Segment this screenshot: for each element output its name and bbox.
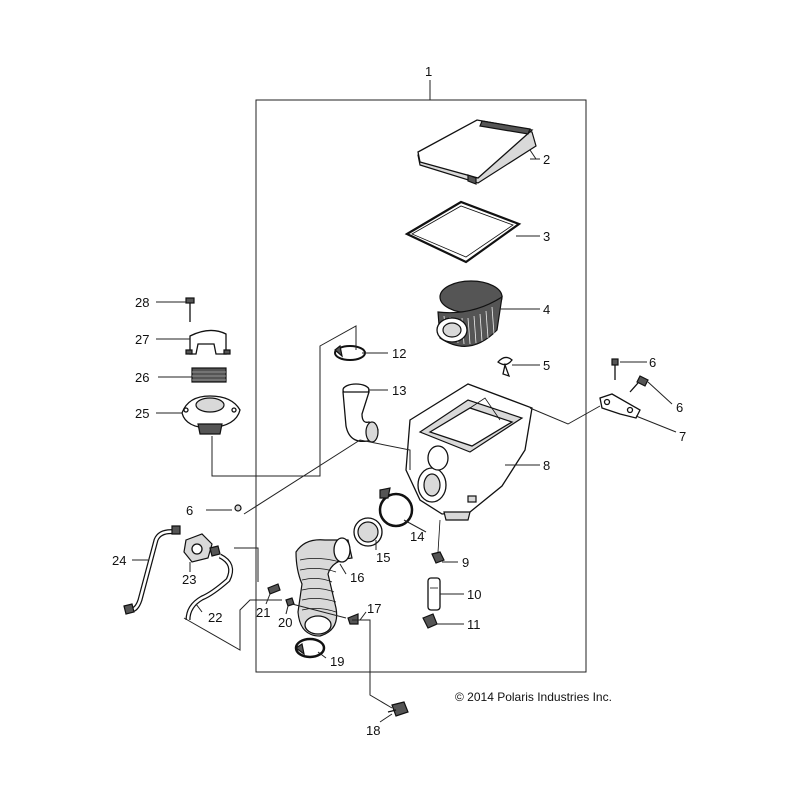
callout-10: 10 xyxy=(467,587,481,602)
hose-clamp-icon[interactable] xyxy=(378,487,414,528)
callout-labels: 1 2 3 4 5 6 6 7 8 9 10 11 12 13 14 15 16… xyxy=(112,64,686,738)
callout-22: 22 xyxy=(208,610,222,625)
cover-seal-icon[interactable] xyxy=(404,200,522,264)
callout-11: 11 xyxy=(467,617,481,632)
callout-9: 9 xyxy=(462,555,469,570)
callout-4: 4 xyxy=(543,302,550,317)
breather-hose-icon[interactable] xyxy=(185,553,234,621)
screen-icon[interactable] xyxy=(191,367,227,383)
callout-17: 17 xyxy=(367,601,381,616)
air-box-icon[interactable] xyxy=(405,383,533,521)
connection-lines xyxy=(183,325,601,651)
callout-15: 15 xyxy=(376,550,390,565)
callout-2: 2 xyxy=(543,152,550,167)
drain-clamp-icon[interactable] xyxy=(431,551,445,564)
air-box-cover-icon[interactable] xyxy=(417,119,537,185)
callout-26: 26 xyxy=(135,370,149,385)
fitting-icon[interactable] xyxy=(267,583,281,595)
copyright-notice: © 2014 Polaris Industries Inc. xyxy=(455,690,612,704)
intake-duct-icon[interactable] xyxy=(295,537,353,637)
callout-24: 24 xyxy=(112,553,126,568)
callout-6: 6 xyxy=(676,400,683,415)
callout-18: 18 xyxy=(366,723,380,738)
callout-28: 28 xyxy=(135,295,149,310)
callout-6: 6 xyxy=(649,355,656,370)
hose-clamp-icon[interactable] xyxy=(294,637,326,659)
callout-21: 21 xyxy=(256,605,270,620)
callout-3: 3 xyxy=(543,229,550,244)
callout-5: 5 xyxy=(543,358,550,373)
callout-1: 1 xyxy=(425,64,432,79)
assembly-box xyxy=(255,80,587,673)
hose-clamp-icon[interactable] xyxy=(334,344,366,361)
drain-tube-icon[interactable] xyxy=(427,577,441,611)
hose-clip-icon[interactable] xyxy=(347,613,359,625)
breather-valve-icon[interactable] xyxy=(183,533,221,563)
callout-27: 27 xyxy=(135,332,149,347)
snorkel-base-icon[interactable] xyxy=(181,395,241,435)
callout-19: 19 xyxy=(330,654,344,669)
callout-25: 25 xyxy=(135,406,149,421)
coupler-icon[interactable] xyxy=(353,517,383,547)
air-filter-icon[interactable] xyxy=(436,280,503,347)
fitting-icon[interactable] xyxy=(285,597,295,607)
callout-7: 7 xyxy=(679,429,686,444)
callout-16: 16 xyxy=(350,570,364,585)
drain-valve-icon[interactable] xyxy=(422,613,438,629)
callout-20: 20 xyxy=(278,615,292,630)
vent-hose-icon[interactable] xyxy=(123,525,181,615)
screw-icon[interactable] xyxy=(185,297,195,322)
callout-14: 14 xyxy=(410,529,424,544)
callout-8: 8 xyxy=(543,458,550,473)
callout-12: 12 xyxy=(392,346,406,361)
callout-13: 13 xyxy=(392,383,406,398)
callout-23: 23 xyxy=(182,572,196,587)
callout-6: 6 xyxy=(186,503,193,518)
snorkel-cap-icon[interactable] xyxy=(185,329,231,355)
sensor-icon[interactable] xyxy=(387,701,409,717)
leader-lines xyxy=(132,149,677,723)
bolt-icon[interactable] xyxy=(611,358,619,380)
bolt-icon[interactable] xyxy=(629,375,649,393)
clip-icon[interactable] xyxy=(497,356,513,378)
mounting-bracket-icon[interactable] xyxy=(599,393,641,419)
intake-elbow-icon[interactable] xyxy=(342,383,379,443)
